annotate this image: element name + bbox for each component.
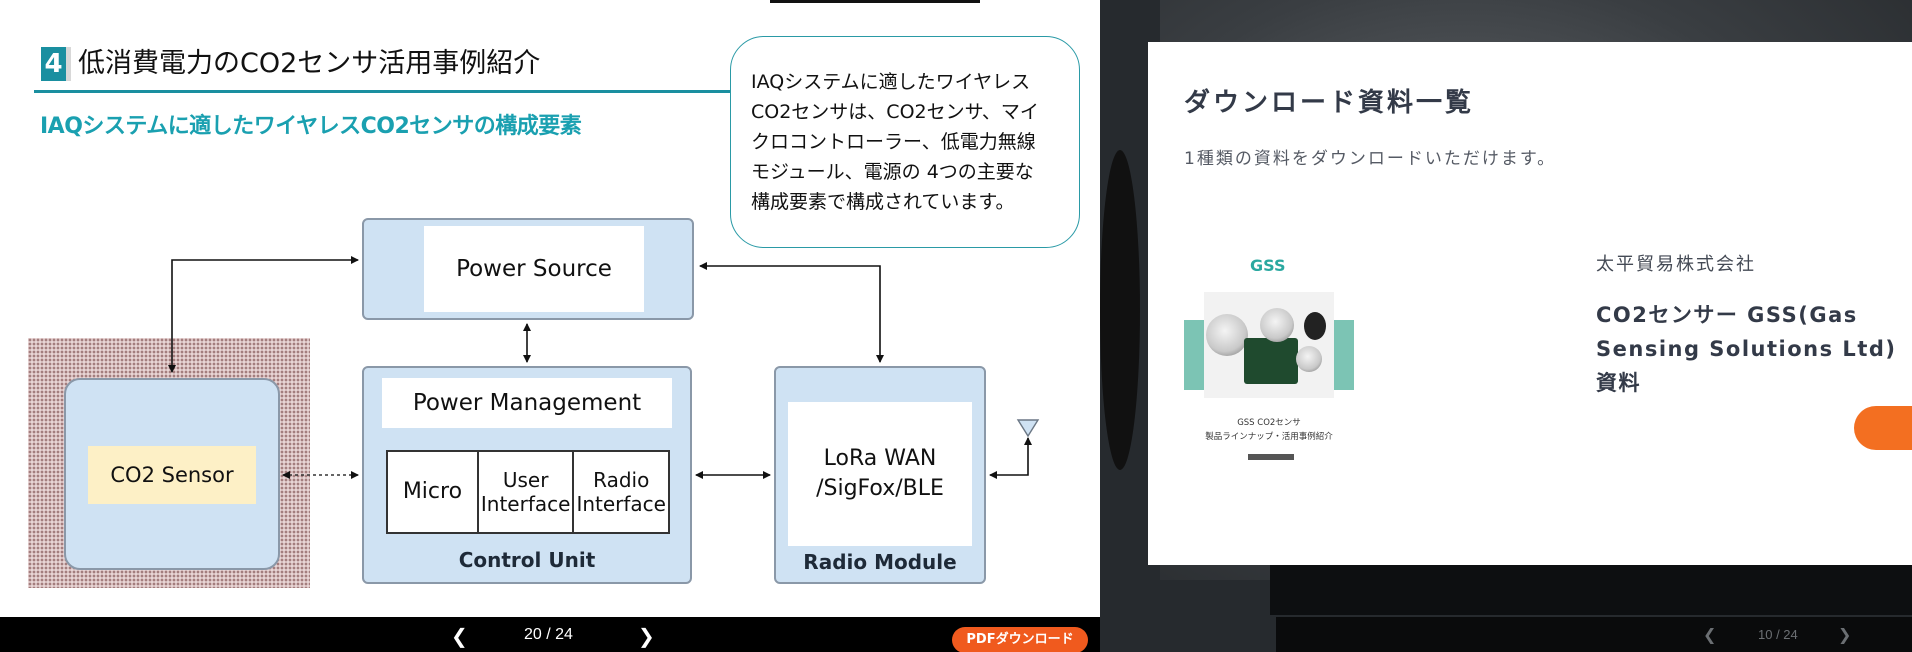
pdf-download-button[interactable]: PDFダウンロード: [952, 627, 1088, 652]
section-number-badge: 4: [41, 47, 71, 81]
download-modal: ダウンロード資料一覧 1種類の資料をダウンロードいただけます。 GSS GSS …: [1148, 42, 1912, 565]
page-indicator: 20 / 24: [524, 626, 573, 643]
co2-sensor-block: CO2 Sensor: [64, 378, 280, 570]
title-divider: [34, 90, 739, 93]
thumbnail-caption: GSS CO2センサ 製品ラインナップ・活用事例紹介: [1205, 418, 1333, 442]
thumbnail-company-logo: [1248, 454, 1294, 460]
connector-radio-antenna: [989, 437, 1032, 479]
callout-bubble: IAQシステムに適したワイヤレス CO2センサは、CO2センサ、マイ クロコント…: [730, 36, 1080, 248]
next-page-icon[interactable]: ❯: [638, 624, 655, 648]
diagram-connectors: [168, 256, 1040, 479]
sensor-knob: [1304, 312, 1326, 340]
sensor-puck-left: [1206, 314, 1248, 356]
background-prev-icon: ❮: [1703, 625, 1717, 644]
backdrop-curve: [1100, 150, 1140, 470]
control-unit-row: Micro User Interface Radio Interface: [386, 450, 670, 534]
power-source-label: Power Source: [424, 226, 644, 312]
sensor-product-photo: [1204, 292, 1334, 398]
slide-page: 4 低消費電力のCO2センサ活用事例紹介 IAQシステムに適したワイヤレスCO2…: [28, 36, 1080, 588]
backdrop-lower-band: [1270, 565, 1912, 615]
control-unit-block: Power Management Micro User Interface Ra…: [362, 366, 692, 584]
micro-cell: Micro: [388, 452, 479, 532]
gss-logo: GSS: [1250, 256, 1286, 275]
slide-subtitle: IAQシステムに適したワイヤレスCO2センサの構成要素: [40, 114, 582, 139]
user-interface-cell: User Interface: [479, 452, 575, 532]
radio-module-caption: Radio Module: [803, 550, 957, 574]
sensor-puck-small: [1296, 346, 1322, 372]
sensor-puck-center: [1260, 308, 1294, 342]
slide-title: 低消費電力のCO2センサ活用事例紹介: [78, 48, 541, 79]
top-strip: [770, 0, 980, 3]
background-page-indicator: 10 / 24: [1758, 627, 1798, 642]
connector-power-source-radio: [699, 262, 884, 363]
radio-interface-cell: Radio Interface: [576, 468, 666, 516]
sensor-circuit-board: [1244, 338, 1298, 384]
download-overlay: ❮ 10 / 24 ❯ ダウンロード資料一覧 1種類の資料をダウンロードいただけ…: [1100, 0, 1912, 652]
document-title: CO2センサー GSS(Gas Sensing Solutions Ltd) 資…: [1596, 303, 1897, 395]
power-management-label: Power Management: [382, 378, 672, 428]
viewer-toolbar: ❮ 20 / 24 ❯ PDFダウンロード: [0, 617, 1100, 652]
callout-text: IAQシステムに適したワイヤレス CO2センサは、CO2センサ、マイ クロコント…: [751, 71, 1039, 213]
power-source-block: Power Source: [362, 218, 694, 320]
co2-sensor-label: CO2 Sensor: [88, 446, 256, 504]
company-name: 太平貿易株式会社: [1596, 254, 1756, 275]
background-viewer-toolbar: ❮ 10 / 24 ❯: [1276, 617, 1912, 652]
slide-viewer: 4 低消費電力のCO2センサ活用事例紹介 IAQシステムに適したワイヤレスCO2…: [0, 0, 1100, 652]
prev-page-icon[interactable]: ❮: [451, 624, 468, 648]
antenna-icon: [1016, 419, 1040, 438]
connector-co2-power-source: [168, 256, 359, 373]
modal-description: 1種類の資料をダウンロードいただけます。: [1184, 149, 1557, 169]
background-next-icon: ❯: [1838, 625, 1852, 644]
control-unit-caption: Control Unit: [458, 548, 596, 572]
download-button[interactable]: [1854, 406, 1912, 450]
radio-protocols-label: LoRa WAN /SigFox/BLE: [788, 402, 972, 546]
radio-module-block: LoRa WAN /SigFox/BLE Radio Module: [774, 366, 986, 584]
modal-title: ダウンロード資料一覧: [1184, 88, 1475, 118]
document-thumbnail[interactable]: GSS GSS CO2センサ 製品ラインナップ・活用事例紹介: [1184, 252, 1354, 472]
